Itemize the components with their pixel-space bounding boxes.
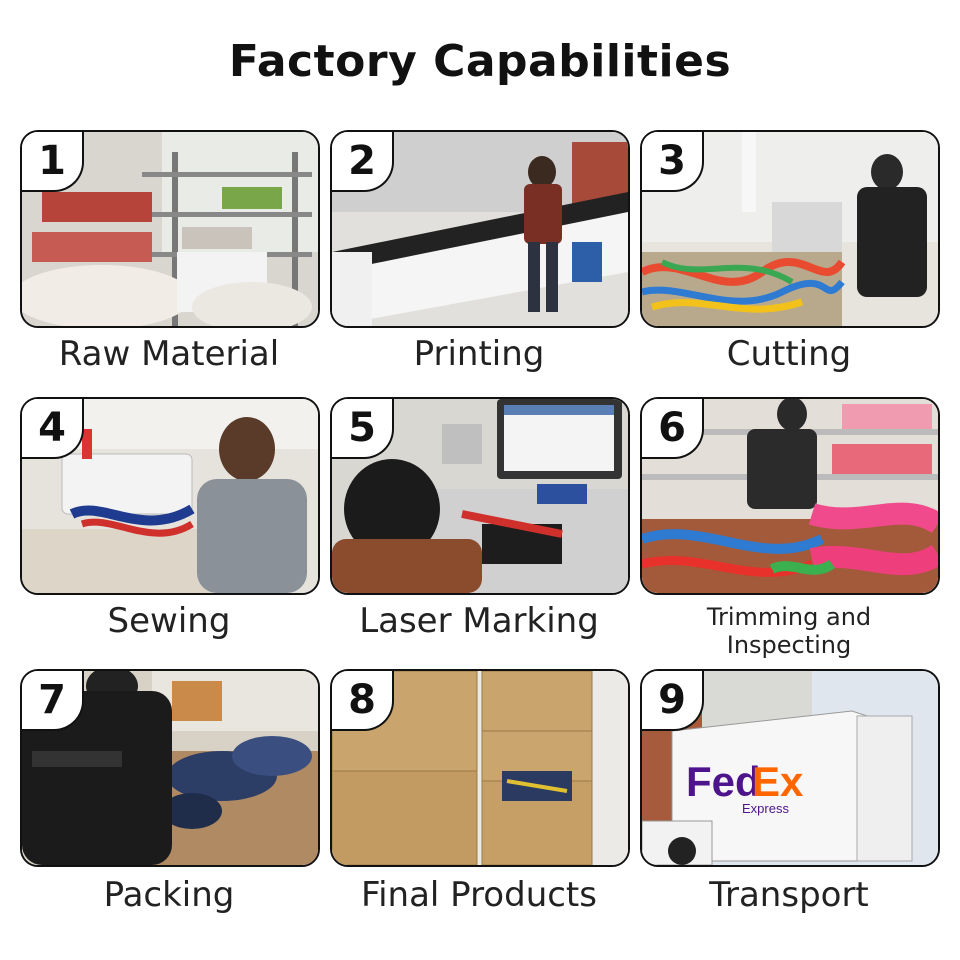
cutting-photo: 3 [640, 130, 940, 328]
step-number-badge: 4 [22, 399, 84, 459]
step-label: Laser Marking [359, 601, 599, 641]
step-number-badge: 3 [642, 132, 704, 192]
step-label-line2: Inspecting [726, 631, 852, 659]
step-label-line1: Trimming and [706, 603, 872, 631]
packing-photo: 7 [20, 669, 320, 867]
fedex-ex-text: Ex [752, 758, 804, 805]
step-number-badge: 8 [332, 671, 394, 731]
step-label: Packing [103, 875, 235, 915]
step-label: Final Products [361, 875, 597, 915]
step-label: Raw Material [58, 334, 280, 374]
final-products-photo: 8 [330, 669, 630, 867]
page-title: Factory Capabilities [228, 36, 732, 87]
printing-photo: 2 [330, 130, 630, 328]
step-number-badge: 7 [22, 671, 84, 731]
step-label: Trimming and Inspecting [640, 603, 938, 659]
fedex-fed-text: Fed [686, 758, 761, 805]
fedex-express-text: Express [742, 801, 789, 816]
laser-marking-photo: 5 [330, 397, 630, 595]
step-label: Sewing [107, 601, 231, 641]
step-label: Printing [413, 334, 545, 374]
step-number-badge: 9 [642, 671, 704, 731]
step-number-badge: 6 [642, 399, 704, 459]
trimming-photo: 6 [640, 397, 940, 595]
step-number-badge: 1 [22, 132, 84, 192]
raw-material-photo: 1 [20, 130, 320, 328]
transport-photo: Fed Ex Express 9 [640, 669, 940, 867]
sewing-photo: 4 [20, 397, 320, 595]
step-number-badge: 2 [332, 132, 394, 192]
step-label: Transport [709, 875, 869, 915]
step-label: Cutting [726, 334, 852, 374]
step-number-badge: 5 [332, 399, 394, 459]
